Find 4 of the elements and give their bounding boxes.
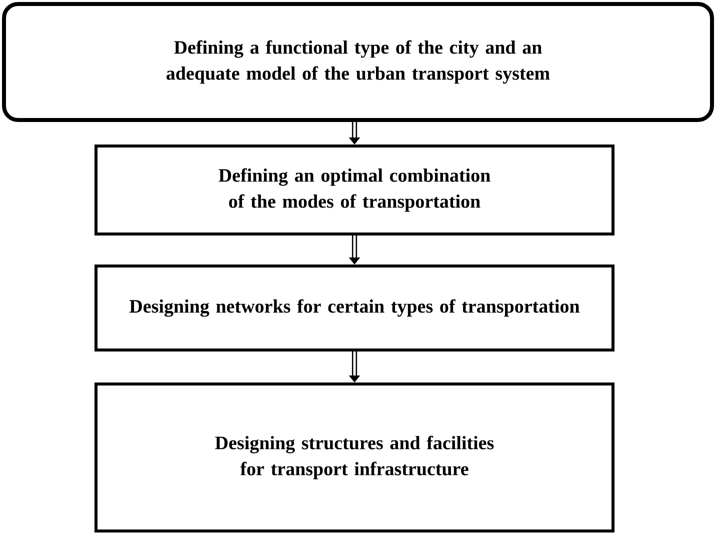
process-box: Designing networks for certain types of transportation — [94, 264, 614, 352]
process-box: Defining an optimal combination of the modes of transportation — [94, 144, 614, 236]
process-box: Designing structures and facilities for transport infrastructure — [94, 382, 614, 532]
rounded-box: Defining a functional type of the city and an adequate model of the urban transport system — [2, 2, 714, 122]
